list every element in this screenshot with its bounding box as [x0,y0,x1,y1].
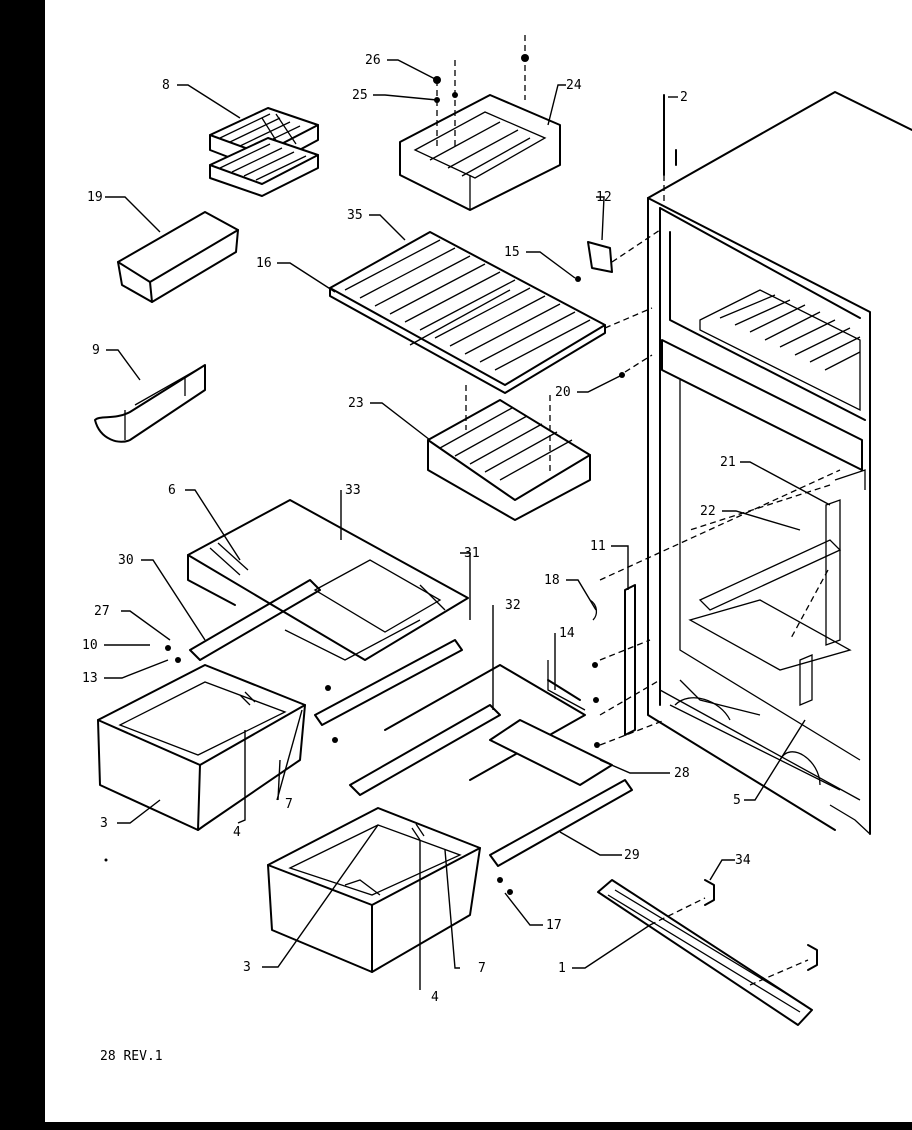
label-12: 12 [596,190,612,205]
label-29: 29 [624,848,640,863]
label-4-lower: 4 [431,990,439,1005]
part-labels: 8 19 9 26 25 24 2 12 15 35 16 20 23 21 2… [82,53,751,1005]
part-1-grille [597,879,818,1026]
label-9: 9 [92,343,100,358]
part-24-ice-bin [399,35,561,211]
label-5: 5 [733,793,741,808]
part-9-dairy-door [94,364,206,443]
label-1: 1 [558,961,566,976]
part-3-crisper-pan-upper [97,664,306,831]
label-33: 33 [345,483,361,498]
hardware [104,645,600,895]
label-27: 27 [94,604,110,619]
part-23-basket [427,385,591,521]
label-13: 13 [82,671,98,686]
part-11-bracket [547,584,636,736]
part-35-wire-shelf [329,231,653,394]
part-3-crisper-pan-lower [267,807,481,973]
label-6: 6 [168,483,176,498]
revision-note: 28 REV.1 [100,1049,163,1064]
label-19: 19 [87,190,103,205]
cabinet [599,91,912,835]
label-22: 22 [700,504,716,519]
part-6-crisper-cover [187,499,469,661]
label-2: 2 [680,90,688,105]
part-12-light-cover [575,229,661,282]
label-11: 11 [590,539,606,554]
label-16: 16 [256,256,272,271]
label-20: 20 [555,385,571,400]
label-18: 18 [544,573,560,588]
label-34: 34 [735,853,751,868]
label-7-upper: 7 [285,797,293,812]
label-23: 23 [348,396,364,411]
label-25: 25 [352,88,368,103]
part-8-ice-trays [209,107,319,197]
label-21: 21 [720,455,736,470]
label-3-upper: 3 [100,816,108,831]
label-26: 26 [365,53,381,68]
label-3-lower: 3 [243,960,251,975]
label-17: 17 [546,918,562,933]
label-30: 30 [118,553,134,568]
part-19-bin [117,211,239,303]
label-4-upper: 4 [233,825,241,840]
label-15: 15 [504,245,520,260]
label-7-lower: 7 [478,961,486,976]
label-10: 10 [82,638,98,653]
label-35: 35 [347,208,363,223]
label-32: 32 [505,598,521,613]
leader-lines [104,59,831,990]
label-24: 24 [566,78,582,93]
label-31: 31 [464,546,480,561]
part-20-screw [619,354,653,378]
part-2-screw [663,94,677,205]
label-14: 14 [559,626,575,641]
label-8: 8 [162,78,170,93]
label-28: 28 [674,766,690,781]
